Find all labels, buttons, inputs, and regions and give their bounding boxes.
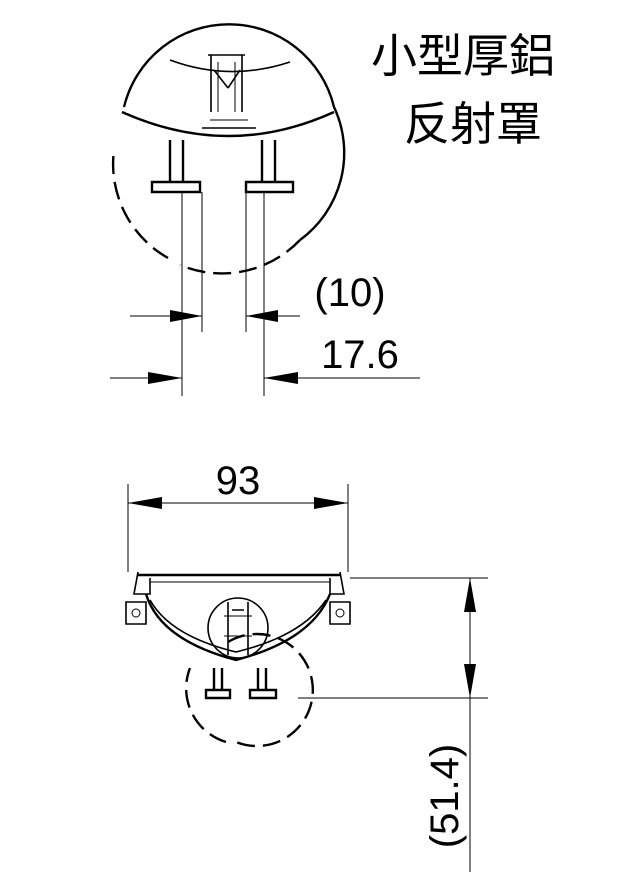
detail-callout-circle <box>185 632 315 748</box>
detail-circle-outline <box>122 23 346 241</box>
dim-pin-outer-label: 17.6 <box>321 333 399 377</box>
dim-width-label: 93 <box>216 459 261 503</box>
mount-tab-right <box>329 601 351 625</box>
reflector-side-view <box>125 571 351 748</box>
detail-circle-dashed <box>111 149 301 275</box>
title-line-1: 小型厚鋁 <box>371 29 555 83</box>
dim-height-label: (51.4) <box>423 744 467 849</box>
lamp-socket <box>207 597 269 659</box>
detail-pin-right <box>244 140 295 194</box>
dim-width: 93 <box>127 459 349 572</box>
pin-left <box>204 668 232 700</box>
detail-pin-left <box>150 140 202 194</box>
mount-tab-left <box>125 601 147 625</box>
dim-pin-gap-label: (10) <box>314 271 385 315</box>
dim-pin-outer: 17.6 <box>110 333 420 384</box>
dim-pin-gap: (10) <box>130 271 386 322</box>
dim-height: (51.4) <box>298 577 488 872</box>
pin-right <box>248 668 278 700</box>
detail-view <box>111 23 346 396</box>
detail-reflector-rim <box>121 110 335 138</box>
title-line-2: 反射罩 <box>404 97 542 151</box>
reflector-bowl <box>144 593 332 662</box>
